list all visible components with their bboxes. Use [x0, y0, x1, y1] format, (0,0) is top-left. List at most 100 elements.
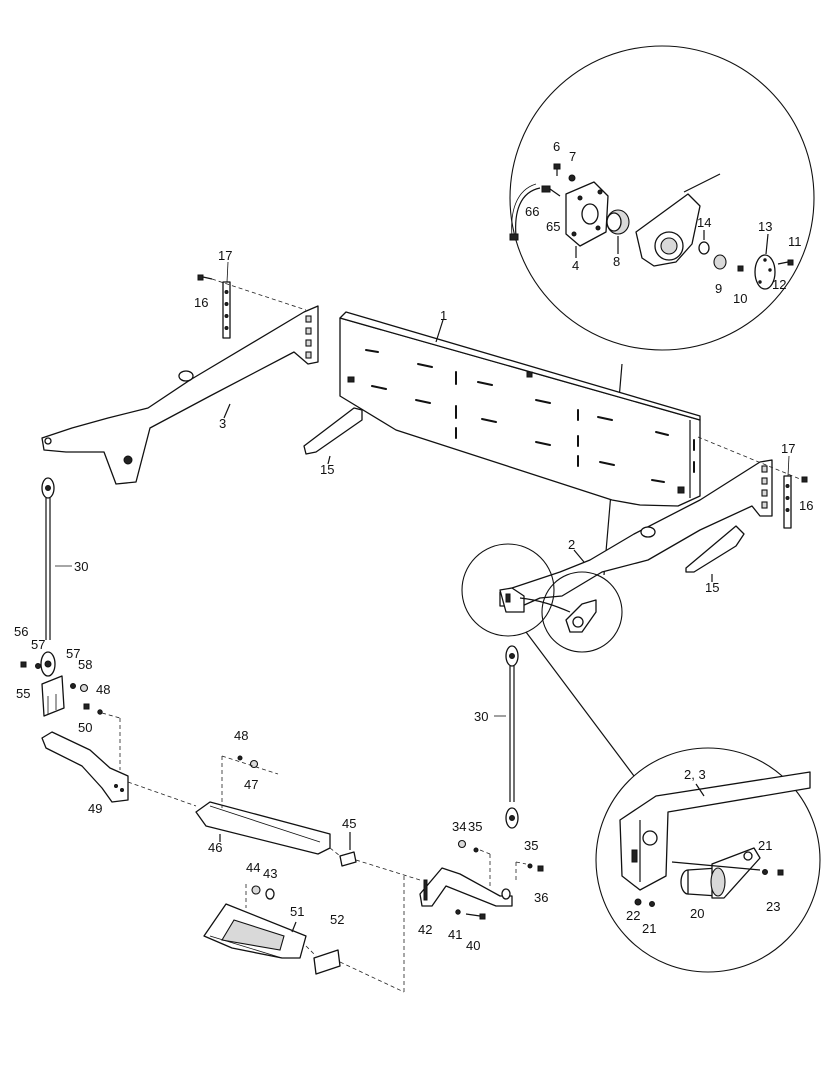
- callout-57-b: 57: [66, 646, 80, 661]
- nut-9: [713, 254, 727, 270]
- bolt-16-left: [197, 274, 213, 281]
- callout-65: 65: [546, 219, 560, 234]
- callout-42: 42: [418, 922, 432, 937]
- bushing-8: [606, 209, 630, 235]
- bolt-11: [777, 259, 794, 266]
- frame-end-detail: [619, 771, 811, 891]
- detail-circle-small-2: [541, 571, 623, 653]
- main-plate: [339, 311, 701, 507]
- callout-17-left: 17: [218, 248, 232, 263]
- detail-circle-small-1: [461, 543, 555, 637]
- callout-15-left: 15: [320, 462, 334, 477]
- nut-57a: [35, 663, 41, 669]
- callout-2: 2: [568, 537, 575, 552]
- nut-34: [457, 839, 467, 849]
- callout-14: 14: [697, 215, 711, 230]
- bolt-10: [737, 265, 744, 272]
- bolt-23: [777, 869, 784, 876]
- callout-46: 46: [208, 840, 222, 855]
- callout-43: 43: [263, 866, 277, 881]
- callout-21-b: 21: [642, 921, 656, 936]
- nut-22: [634, 898, 642, 906]
- callout-30-left: 30: [74, 559, 88, 574]
- bracket-55: [41, 675, 65, 717]
- callout-47: 47: [244, 777, 258, 792]
- bolt-6: [553, 163, 561, 176]
- callout-40: 40: [466, 938, 480, 953]
- callout-7: 7: [569, 149, 576, 164]
- callout-51: 51: [290, 904, 304, 919]
- nut-35a: [473, 847, 479, 853]
- bracket-49: [41, 731, 129, 803]
- bolt-56: [20, 661, 27, 668]
- rod-30-left: [40, 477, 56, 677]
- strip-17-left: [222, 281, 231, 339]
- callout-45: 45: [342, 816, 356, 831]
- side-frame-right: [499, 459, 773, 607]
- washer-14: [698, 241, 710, 255]
- callout-13: 13: [758, 219, 772, 234]
- bolt-36: [537, 865, 544, 872]
- bearing-flange-4: [565, 181, 609, 247]
- callout-50: 50: [78, 720, 92, 735]
- fitting-65: [541, 185, 561, 197]
- callout-36: 36: [534, 890, 548, 905]
- grease-line-66: [515, 187, 541, 237]
- callout-labels: 1 2 3 4 6 7 8 9 10 11 12 13 14 15 15 16 …: [14, 139, 813, 953]
- nut-21a: [762, 869, 768, 875]
- nut-47: [249, 759, 259, 769]
- nut-35b: [527, 863, 533, 869]
- bracket-15-right: [685, 525, 745, 573]
- plate-45: [339, 851, 357, 867]
- callout-20: 20: [690, 906, 704, 921]
- callout-57-a: 57: [31, 637, 45, 652]
- callout-2-3: 2, 3: [684, 767, 706, 782]
- callout-11: 11: [788, 234, 802, 249]
- callout-58: 58: [78, 657, 92, 672]
- callout-3: 3: [219, 416, 226, 431]
- detail-circle-top: [509, 45, 815, 351]
- side-frame-left: [41, 305, 319, 485]
- callout-15-right: 15: [705, 580, 719, 595]
- bracket-51: [203, 903, 307, 959]
- bracket-15-left: [303, 407, 363, 455]
- callout-23: 23: [766, 899, 780, 914]
- callout-48-b: 48: [234, 728, 248, 743]
- nut-57b: [70, 683, 76, 689]
- nut-44: [251, 885, 261, 895]
- callout-41: 41: [448, 927, 462, 942]
- callout-66: 66: [525, 204, 539, 219]
- nut-48a: [97, 709, 103, 715]
- crank-arm: [635, 193, 701, 267]
- nut-48b: [237, 755, 243, 761]
- rod-30-right: [505, 645, 519, 829]
- cover-13: [754, 254, 776, 290]
- callout-8: 8: [613, 254, 620, 269]
- callout-49: 49: [88, 801, 102, 816]
- callout-21-a: 21: [758, 838, 772, 853]
- callout-22: 22: [626, 908, 640, 923]
- plate-52: [313, 949, 341, 975]
- bracket-42: [419, 867, 513, 907]
- callout-16-right: 16: [799, 498, 813, 513]
- bolt-16-right: [801, 476, 808, 483]
- callout-10: 10: [733, 291, 747, 306]
- nut-58: [79, 683, 89, 693]
- callout-52: 52: [330, 912, 344, 927]
- callout-56: 56: [14, 624, 28, 639]
- strip-17-right: [783, 475, 792, 529]
- callout-48-a: 48: [96, 682, 110, 697]
- callout-1: 1: [440, 308, 447, 323]
- callout-6: 6: [553, 139, 560, 154]
- washer-43: [265, 888, 275, 900]
- callout-16-left: 16: [194, 295, 208, 310]
- bolt-50: [83, 703, 90, 710]
- callout-34: 34: [452, 819, 466, 834]
- pivot-arm-20: [680, 847, 761, 899]
- callout-35-b: 35: [524, 838, 538, 853]
- nut-7: [568, 174, 576, 182]
- leader-detail-bottom: [525, 631, 635, 777]
- bolt-40: [465, 913, 486, 920]
- callout-12: 12: [772, 277, 786, 292]
